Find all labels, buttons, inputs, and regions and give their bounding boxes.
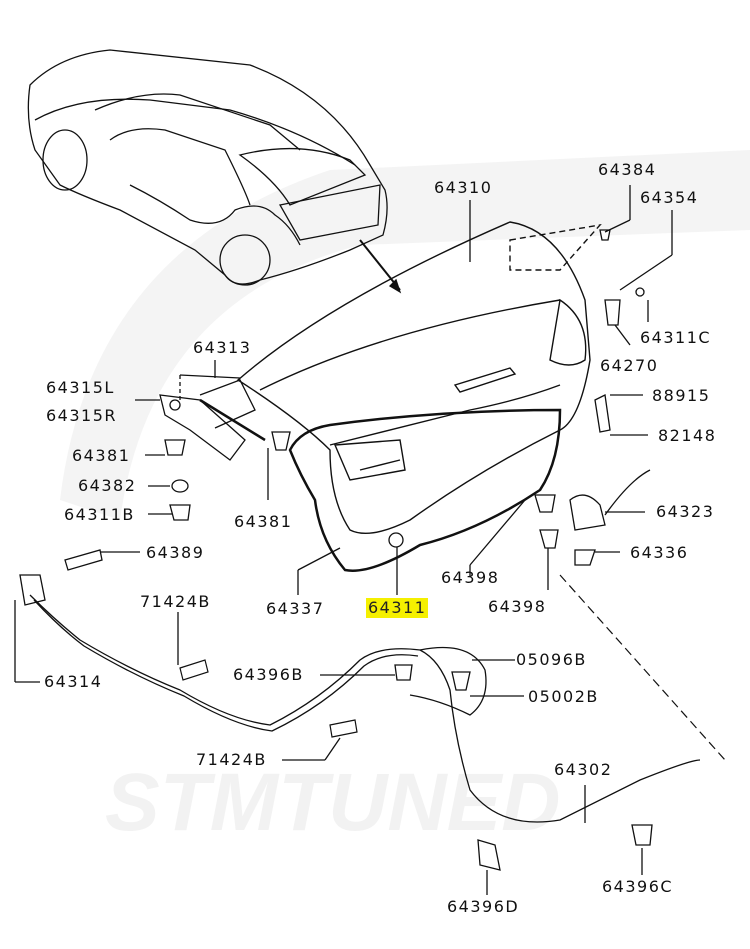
label-88915[interactable]: 88915 [652, 386, 711, 405]
label-64396C[interactable]: 64396C [602, 877, 674, 896]
label-64337[interactable]: 64337 [266, 599, 325, 618]
label-64396B[interactable]: 64396B [233, 665, 304, 684]
label-64270[interactable]: 64270 [600, 356, 659, 375]
label-64310[interactable]: 64310 [434, 178, 493, 197]
label-64381-center[interactable]: 64381 [234, 512, 293, 531]
hinge-assembly [159, 374, 266, 461]
car-illustration [27, 49, 402, 294]
fasteners [19, 229, 653, 871]
label-64314[interactable]: 64314 [44, 672, 103, 691]
label-64384[interactable]: 64384 [598, 160, 657, 179]
label-71424B-upper[interactable]: 71424B [140, 592, 211, 611]
label-64311-highlighted[interactable]: 64311 [366, 598, 429, 618]
label-05096B[interactable]: 05096B [516, 650, 587, 669]
label-64323[interactable]: 64323 [656, 502, 715, 521]
label-64313[interactable]: 64313 [193, 338, 252, 357]
label-64336[interactable]: 64336 [630, 543, 689, 562]
label-64354[interactable]: 64354 [640, 188, 699, 207]
release-cables [29, 469, 701, 823]
label-05002B[interactable]: 05002B [528, 687, 599, 706]
label-64311C[interactable]: 64311C [640, 328, 712, 347]
watermark-logo: STMTUNED [60, 150, 750, 848]
label-71424B-lower[interactable]: 71424B [196, 750, 267, 769]
watermark-text: STMTUNED [105, 757, 561, 848]
label-64389[interactable]: 64389 [146, 543, 205, 562]
label-64398-upper[interactable]: 64398 [441, 568, 500, 587]
label-64398-lower[interactable]: 64398 [488, 597, 547, 616]
leader-lines [14, 185, 673, 895]
label-64311B[interactable]: 64311B [64, 505, 135, 524]
label-64315L[interactable]: 64315L [46, 378, 115, 397]
label-64381-left[interactable]: 64381 [72, 446, 131, 465]
cable-tags [179, 659, 358, 738]
label-64382[interactable]: 64382 [78, 476, 137, 495]
label-64396D[interactable]: 64396D [447, 897, 520, 916]
label-64315R[interactable]: 64315R [46, 406, 118, 425]
weatherstrip [288, 408, 562, 572]
label-64302[interactable]: 64302 [554, 760, 613, 779]
label-82148[interactable]: 82148 [658, 426, 717, 445]
